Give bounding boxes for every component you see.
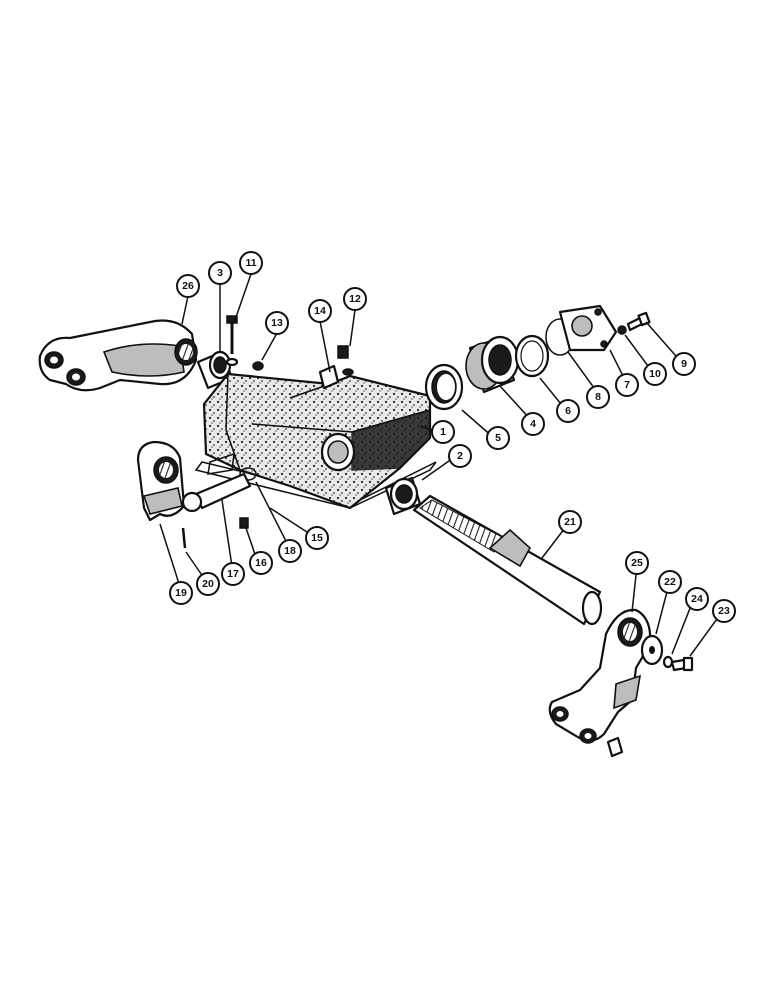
callout-15: 15 <box>305 526 329 550</box>
callout-10: 10 <box>643 362 667 386</box>
washer-10 <box>617 325 627 335</box>
callout-12: 12 <box>343 287 367 311</box>
callout-label: 21 <box>564 516 576 528</box>
seal-ring-5 <box>424 363 464 411</box>
callout-2: 2 <box>448 444 472 468</box>
main-housing <box>194 364 437 510</box>
callout-1: 1 <box>431 420 455 444</box>
bolt-9 <box>626 311 651 332</box>
callout-label: 9 <box>681 358 687 370</box>
callout-label: 22 <box>664 576 676 588</box>
callout-label: 11 <box>245 257 256 269</box>
callout-24: 24 <box>685 587 709 611</box>
callout-label: 6 <box>565 405 571 417</box>
callout-label: 8 <box>595 391 601 403</box>
bolt-12 <box>337 345 354 376</box>
callout-label: 13 <box>271 317 283 329</box>
callout-label: 25 <box>631 557 643 569</box>
callout-23: 23 <box>712 599 736 623</box>
callout-6: 6 <box>556 399 580 423</box>
callout-label: 18 <box>284 545 296 557</box>
callout-7: 7 <box>615 373 639 397</box>
callout-21: 21 <box>558 510 582 534</box>
callout-18: 18 <box>278 539 302 563</box>
callout-8: 8 <box>586 385 610 409</box>
callout-4: 4 <box>521 412 545 436</box>
callout-label: 1 <box>440 426 446 438</box>
callout-5: 5 <box>486 426 510 450</box>
callout-label: 24 <box>691 593 703 605</box>
nut-16 <box>239 517 249 529</box>
callout-label: 26 <box>182 280 194 292</box>
lift-arm-hub-19 <box>136 440 186 522</box>
washer-22 <box>640 634 664 666</box>
pin-20 <box>181 527 187 549</box>
callout-label: 5 <box>495 432 501 444</box>
cross-shaft-21 <box>412 494 603 626</box>
callout-22: 22 <box>658 570 682 594</box>
callout-25: 25 <box>625 551 649 575</box>
right-lift-arm <box>548 608 652 744</box>
callout-label: 20 <box>202 578 214 590</box>
bolt-23 <box>670 656 694 672</box>
callout-3: 3 <box>208 261 232 285</box>
left-lift-arm <box>38 319 198 392</box>
callout-14: 14 <box>308 299 332 323</box>
callout-label: 7 <box>624 379 630 391</box>
bolt-11 <box>225 315 239 367</box>
callout-9: 9 <box>672 352 696 376</box>
callout-label: 10 <box>649 368 661 380</box>
callout-11: 11 <box>239 251 263 275</box>
callout-13: 13 <box>265 311 289 335</box>
callout-label: 12 <box>349 293 361 305</box>
callout-20: 20 <box>196 572 220 596</box>
plug-13 <box>252 361 264 371</box>
cover-plate-7 <box>558 304 618 352</box>
callout-label: 3 <box>217 267 223 279</box>
piston-rod-17 <box>181 472 252 513</box>
o-ring-6 <box>514 334 550 378</box>
callout-19: 19 <box>169 581 193 605</box>
callout-label: 4 <box>530 418 536 430</box>
callout-16: 16 <box>249 551 273 575</box>
callout-label: 15 <box>311 532 323 544</box>
bushing-2 <box>384 476 422 516</box>
callout-17: 17 <box>221 562 245 586</box>
callout-26: 26 <box>176 274 200 298</box>
callout-label: 17 <box>227 568 239 580</box>
lock-washer-24 <box>662 655 674 669</box>
callout-label: 23 <box>718 605 730 617</box>
callout-label: 2 <box>457 450 463 462</box>
callout-label: 14 <box>314 305 326 317</box>
gasket-fragment <box>207 452 235 475</box>
piston-sleeve-4 <box>465 335 520 394</box>
callout-label: 19 <box>175 587 187 599</box>
bottom-bolt <box>606 736 624 758</box>
callout-label: 16 <box>255 557 267 569</box>
